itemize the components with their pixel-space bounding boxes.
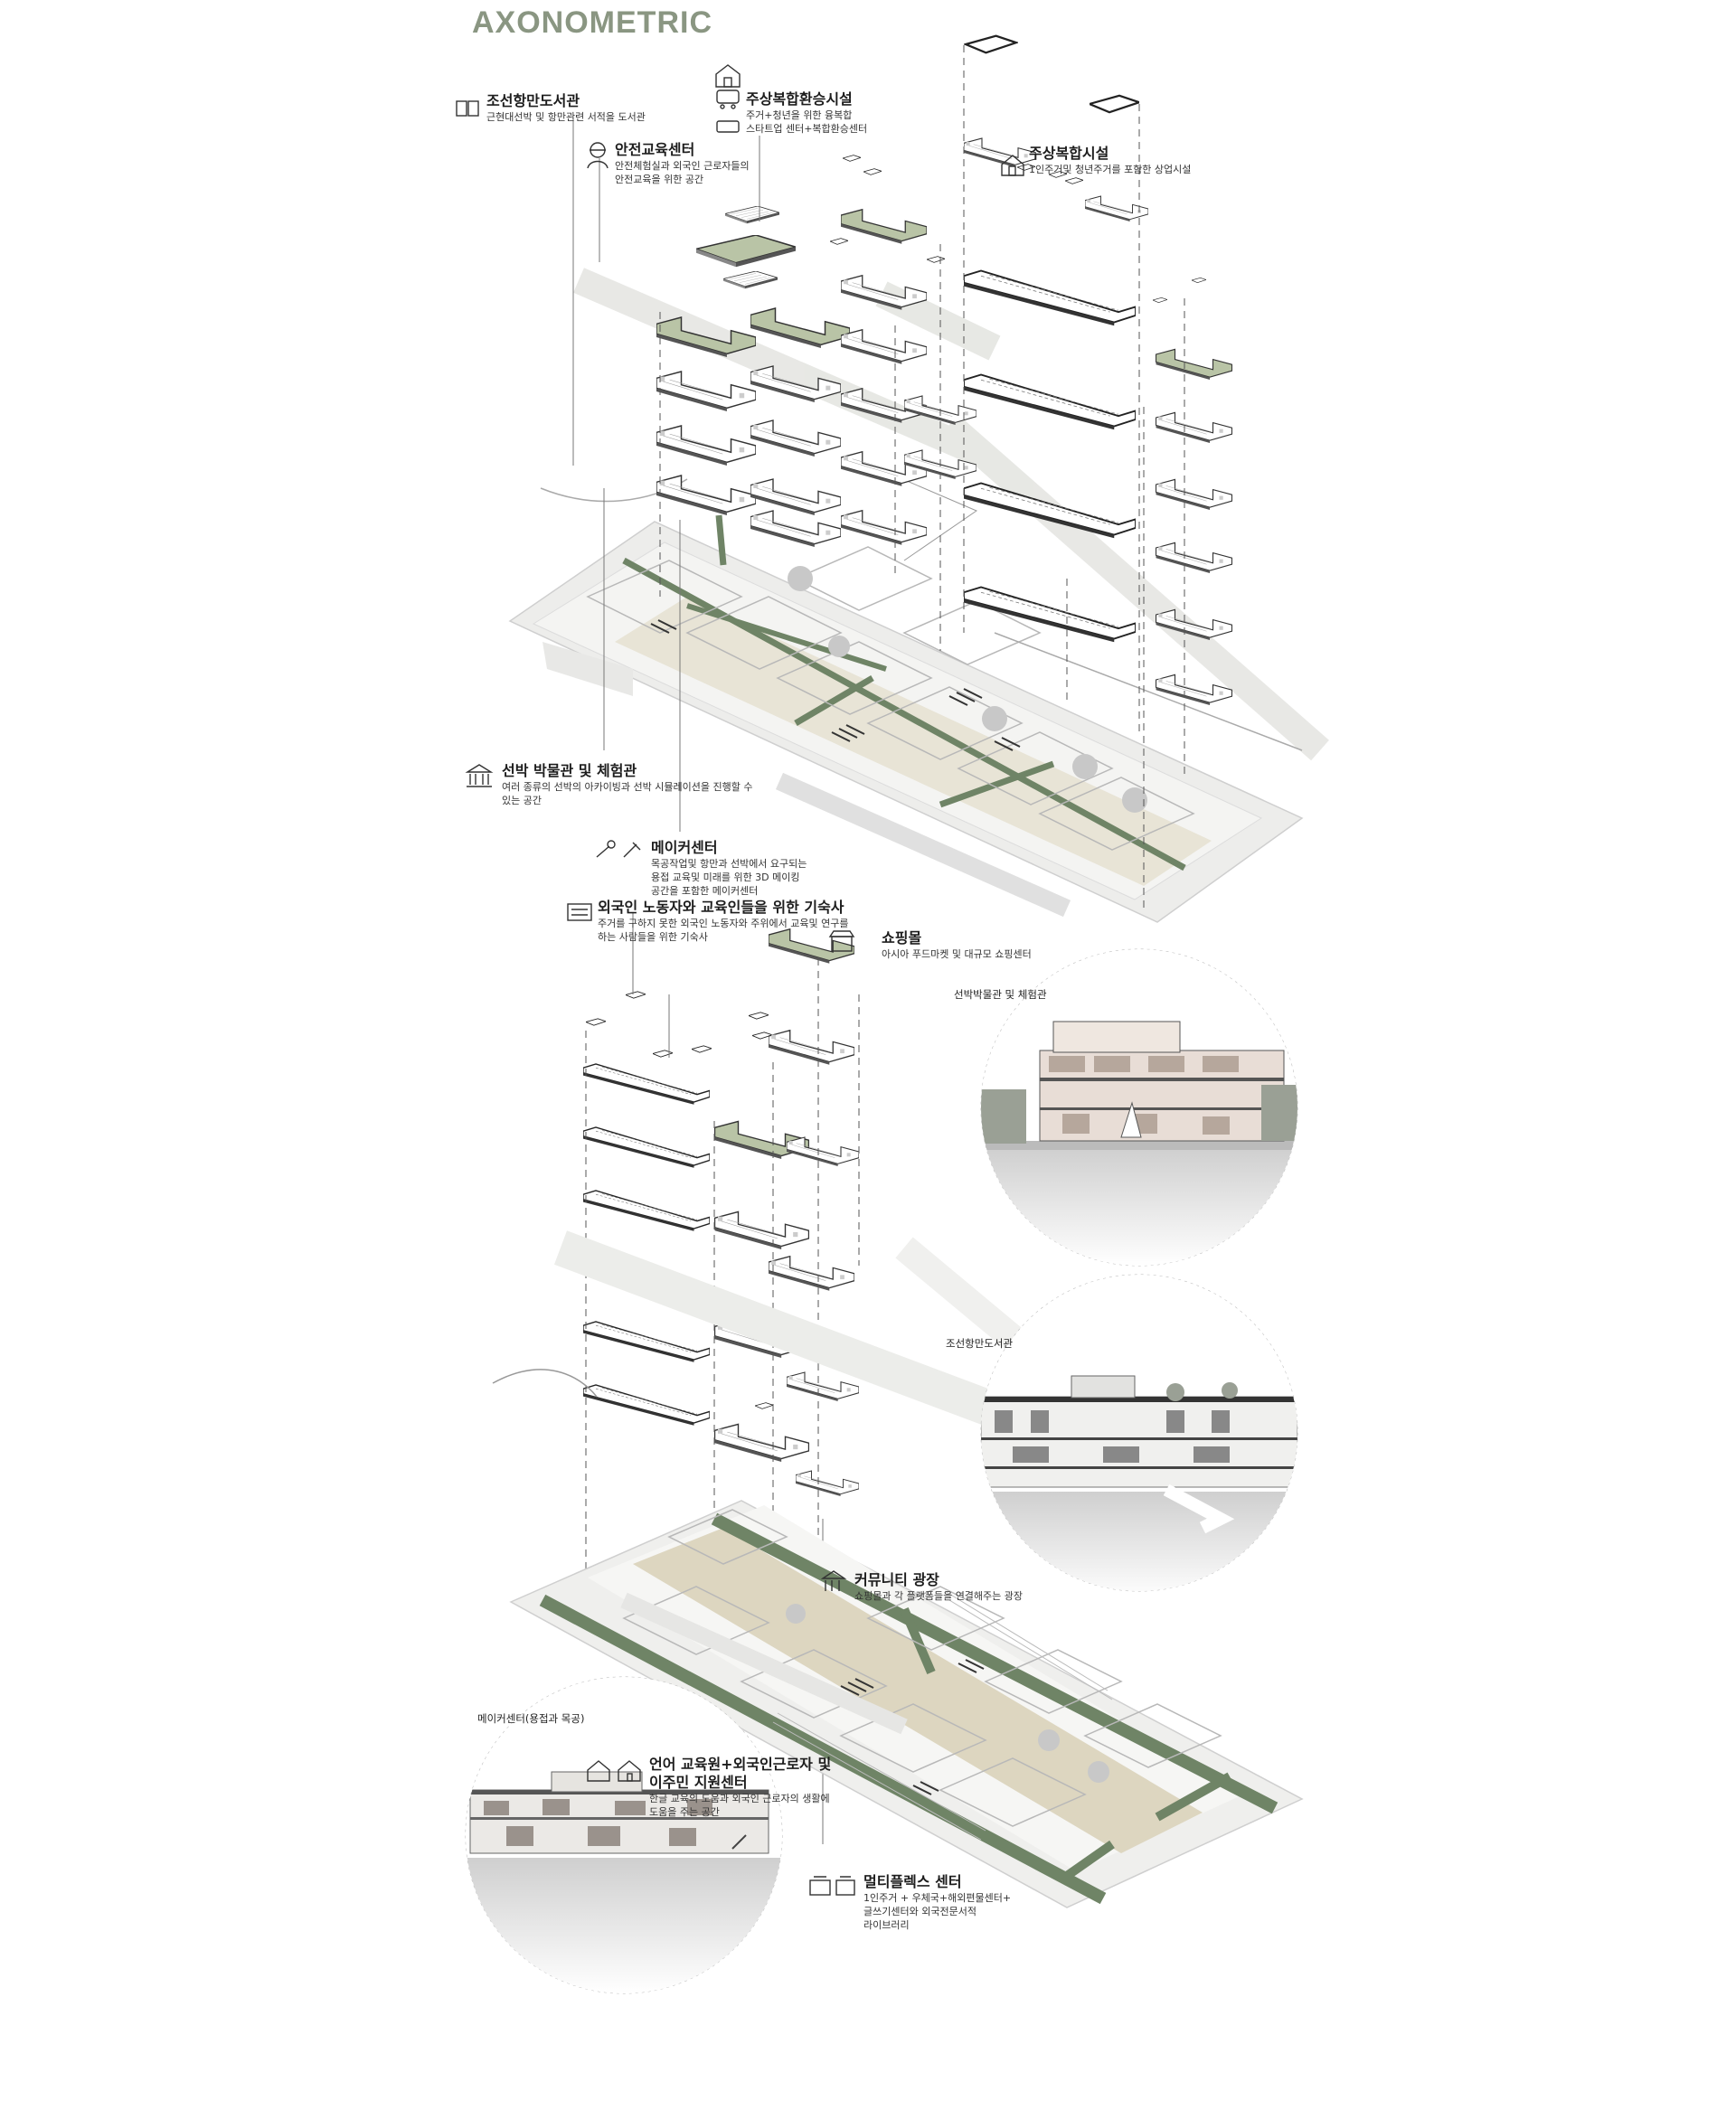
label-plaza: 커뮤니티 광장 쇼핑몰과 각 플랫폼들을 연결해주는 광장	[854, 1571, 1023, 1603]
label-desc: 여러 종류의 선박의 아카이빙과 선박 시뮬레이션을 진행할 수 있는 공간	[502, 781, 753, 806]
mall-icon	[828, 930, 855, 952]
label-safety: 안전교육센터 안전체험실과 외국인 근로자들의 안전교육을 위한 공간	[615, 141, 750, 186]
label-title: 선박 박물관 및 체험관	[502, 762, 637, 779]
lower-site-plane	[509, 1500, 1304, 1908]
label-museum: 선박 박물관 및 체험관 여러 종류의 선박의 아카이빙과 선박 시뮬레이션을 …	[502, 762, 752, 807]
label-dorm: 외국인 노동자와 교육인들을 위한 기숙사 주거를 구하지 못한 외국인 노동자…	[598, 899, 848, 944]
label-title: 안전교육센터	[615, 141, 695, 158]
label-title: 쇼핑몰	[882, 929, 922, 947]
house-icon	[715, 64, 741, 88]
label-desc: 1인주거 + 우체국+해외편물센터+ 글쓰기센터와 외국전문서적 라이브러리	[863, 1892, 1012, 1931]
caption-museum-section: 선박박물관 및 체험관	[954, 988, 1047, 1001]
label-title: 메이커센터	[651, 839, 718, 856]
upper-site-plane	[508, 514, 1304, 923]
lower-building-slabs	[583, 928, 859, 1496]
label-desc: 주거를 구하지 못한 외국인 노동자와 주위에서 교육및 연구를 하는 사람들을…	[598, 918, 849, 943]
label-commercial: 주상복합시설 1인주거및 청년주거를 포함한 상업시설	[1029, 145, 1191, 176]
museum-icon	[465, 764, 494, 787]
label-maker: 메이커센터 목공작업및 항만과 선박에서 요구되는 용접 교육및 미래를 위한 …	[651, 839, 807, 898]
upper-building-slabs	[656, 155, 976, 547]
label-title: 멀티플렉스 센터	[863, 1873, 962, 1890]
train-icon	[716, 89, 740, 133]
label-library: 조선항만도서관 근현대선박 및 항만관련 서적을 도서관	[486, 92, 646, 124]
label-title: 주상복합환승시설	[746, 90, 853, 108]
school-icon	[587, 1760, 641, 1782]
house-icon	[1001, 155, 1024, 176]
label-language: 언어 교육원+외국인근로자 및 이주민 지원센터 한글 교육의 도움과 외국인 …	[649, 1756, 831, 1819]
dorm-icon	[567, 903, 592, 921]
museum-section-vignette	[980, 948, 1298, 1267]
label-transit: 주상복합환승시설 주거+청년을 위한 융복합 스타트업 센터+복합환승센터	[746, 90, 867, 136]
label-desc: 안전체험실과 외국인 근로자들의 안전교육을 위한 공간	[615, 160, 750, 185]
label-title: 커뮤니티 광장	[854, 1571, 939, 1588]
label-desc: 1인주거및 청년주거를 포함한 상업시설	[1029, 164, 1192, 175]
book-icon	[456, 100, 479, 117]
label-title: 외국인 노동자와 교육인들을 위한 기숙사	[598, 899, 844, 916]
plaza-icon	[820, 1570, 847, 1591]
label-title: 주상복합시설	[1029, 145, 1109, 162]
page-title: AXONOMETRIC	[472, 5, 712, 40]
worker-icon	[587, 142, 609, 169]
label-multiplex: 멀티플렉스 센터 1인주거 + 우체국+해외편물센터+ 글쓰기센터와 외국전문서…	[863, 1873, 1011, 1932]
label-title: 조선항만도서관	[486, 92, 580, 109]
label-desc: 아시아 푸드마켓 및 대규모 쇼핑센터	[882, 948, 1032, 960]
label-desc: 주거+청년을 위한 융복합 스타트업 센터+복합환승센터	[746, 109, 868, 135]
label-desc: 목공작업및 항만과 선박에서 요구되는 용접 교육및 미래를 위한 3D 메이킹…	[651, 858, 807, 897]
label-desc: 근현대선박 및 항만관련 서적을 도서관	[486, 111, 646, 123]
label-desc: 한글 교육의 도움과 외국인 근로자의 생활에 도움을 주는 공간	[649, 1793, 830, 1818]
tools-icon	[596, 840, 641, 858]
caption-maker-section: 메이커센터(용접과 목공)	[477, 1712, 585, 1725]
caption-library-section: 조선항만도서관	[946, 1337, 1014, 1350]
library-section-vignette	[980, 1274, 1298, 1592]
multiplex-icon	[809, 1876, 855, 1896]
label-desc: 쇼핑몰과 각 플랫폼들을 연결해주는 광장	[854, 1590, 1024, 1602]
label-title: 언어 교육원+외국인근로자 및 이주민 지원센터	[649, 1756, 832, 1791]
label-mall: 쇼핑몰 아시아 푸드마켓 및 대규모 쇼핑센터	[882, 929, 1032, 961]
